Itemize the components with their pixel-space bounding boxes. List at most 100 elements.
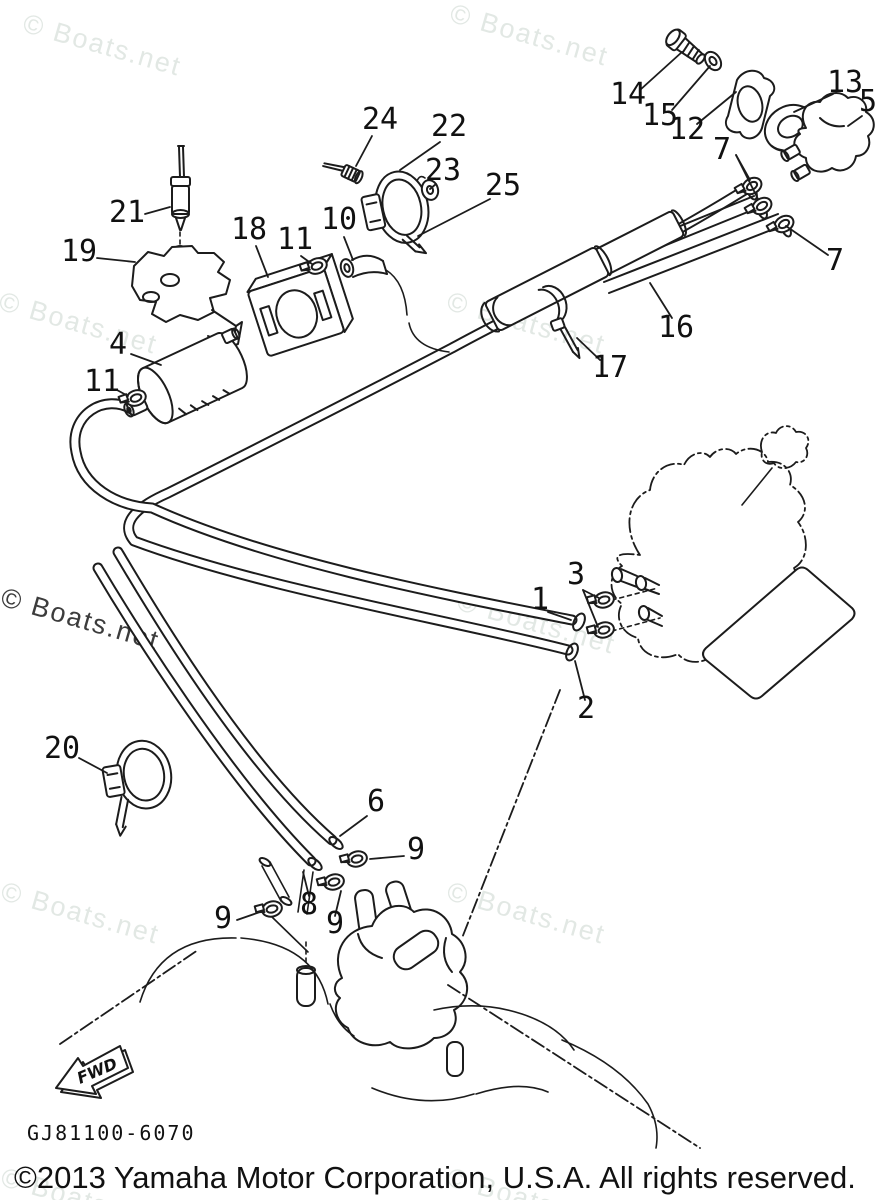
part-label-17: 17 xyxy=(576,337,628,385)
part-label-15: 15 xyxy=(642,65,711,133)
cable-tie-20 xyxy=(101,739,173,837)
part-label-4: 4 xyxy=(109,327,162,366)
engine-bottom-phantom xyxy=(59,689,701,1149)
leader-line xyxy=(576,337,601,361)
tube-sleeve-16a xyxy=(480,245,613,333)
part-label-11: 11 xyxy=(277,222,313,265)
hose-clamp-icon xyxy=(298,257,328,275)
part-number: 11 xyxy=(277,222,313,257)
leader-line xyxy=(735,154,759,200)
part-label-11: 11 xyxy=(84,364,129,399)
cable-tie-22 xyxy=(360,170,430,255)
leader-line xyxy=(429,183,437,190)
part-number: 2 xyxy=(577,691,595,726)
hose-clamp-icon xyxy=(338,850,368,868)
part-label-24: 24 xyxy=(355,102,398,167)
part-label-14: 14 xyxy=(610,51,683,112)
hose-tip-2 xyxy=(565,642,579,662)
part-label-7: 7 xyxy=(713,132,759,200)
leader-line xyxy=(78,757,108,774)
leader-line xyxy=(302,871,310,897)
hose-10-line xyxy=(385,269,450,353)
leader-line xyxy=(649,282,673,319)
part-number: 22 xyxy=(431,109,467,144)
hose-clamp-icon xyxy=(315,873,345,891)
part-number: 19 xyxy=(61,234,97,269)
part-number: 15 xyxy=(642,98,678,133)
part-number: 23 xyxy=(425,153,461,188)
sensor-21 xyxy=(170,145,191,259)
part-number: 13 xyxy=(827,65,863,100)
leader-line xyxy=(785,225,829,256)
part-label-25: 25 xyxy=(417,168,521,237)
hose-clamp-icon xyxy=(585,591,615,609)
leader-line xyxy=(399,141,441,171)
leader-line xyxy=(582,589,599,628)
part-label-7: 7 xyxy=(785,225,844,278)
part-number: 12 xyxy=(669,112,705,147)
hose-tip-1 xyxy=(572,612,586,632)
part-number: 16 xyxy=(658,310,694,345)
bracket-19 xyxy=(131,245,243,347)
fuel-hose-6 xyxy=(112,546,344,850)
fuel-filter-4 xyxy=(123,327,248,425)
hose-elbow-10 xyxy=(339,254,388,278)
part-label-3: 3 xyxy=(567,557,600,628)
part-number: 9 xyxy=(214,901,232,936)
bracket-12 xyxy=(724,69,776,140)
leader-line xyxy=(639,51,683,91)
part-label-6: 6 xyxy=(339,784,385,837)
part-label-12: 12 xyxy=(669,91,737,147)
leader-line xyxy=(547,611,572,621)
part-number: 14 xyxy=(610,77,646,112)
leader-line xyxy=(574,660,586,701)
part-label-18: 18 xyxy=(231,212,269,278)
part-number: 4 xyxy=(109,327,127,362)
part-number: 9 xyxy=(326,906,344,941)
part-label-9: 9 xyxy=(326,890,344,941)
hose-clamps xyxy=(117,176,795,918)
hose-clamp-icon xyxy=(253,900,283,918)
part-label-10: 10 xyxy=(321,202,357,261)
part-number: 24 xyxy=(362,102,398,137)
leader-line xyxy=(334,890,342,917)
part-label-13: 13 xyxy=(793,65,863,113)
part-number: 6 xyxy=(367,784,385,819)
leader-line xyxy=(847,115,863,127)
part-number: 20 xyxy=(44,731,80,766)
part-label-21: 21 xyxy=(109,195,171,230)
leader-line xyxy=(96,257,136,263)
leader-line xyxy=(339,815,368,837)
part-label-2: 2 xyxy=(574,660,595,726)
cable-tie-17 xyxy=(537,284,581,360)
holder-18 xyxy=(246,253,354,357)
copyright-text: ©2013 Yamaha Motor Corporation, U.S.A. A… xyxy=(14,1160,856,1195)
drawing-code: GJ81100-6070 xyxy=(27,1121,196,1145)
leader-line xyxy=(255,245,269,278)
part-label-1: 1 xyxy=(531,582,572,621)
leader-line xyxy=(130,353,162,366)
leader-line xyxy=(417,198,491,237)
part-number: 11 xyxy=(84,364,120,399)
part-number: 7 xyxy=(826,243,844,278)
part-number: 8 xyxy=(300,887,318,922)
screw-24 xyxy=(322,162,364,185)
leader-line xyxy=(582,589,600,599)
part-number: 18 xyxy=(231,212,267,247)
part-number: 1 xyxy=(531,582,549,617)
part-label-9: 9 xyxy=(214,901,261,936)
engine-block-phantom xyxy=(610,425,856,700)
leader-line xyxy=(343,236,354,261)
part-label-16: 16 xyxy=(649,282,694,345)
fuel-pump-assembly xyxy=(271,880,469,1077)
part-label-19: 19 xyxy=(61,234,136,269)
leader-line xyxy=(671,65,711,111)
part-number: 9 xyxy=(407,832,425,867)
fwd-arrow: FWD xyxy=(55,1045,134,1099)
part-number: 10 xyxy=(321,202,357,237)
part-number: 7 xyxy=(713,132,731,167)
leader-line xyxy=(355,135,373,167)
